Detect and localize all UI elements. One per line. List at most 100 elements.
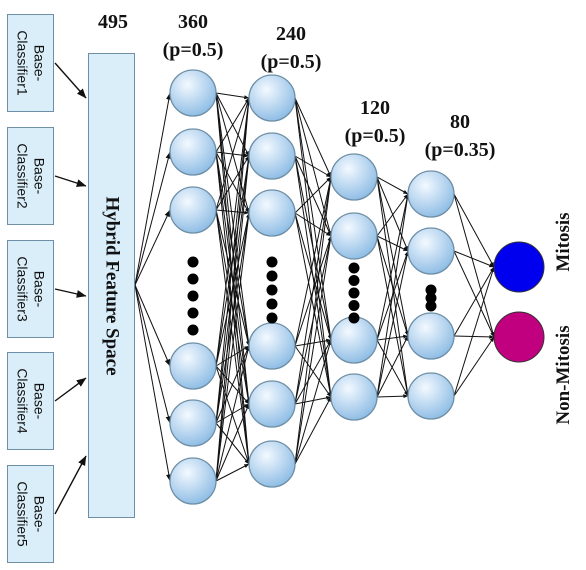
edge-l2-2-to-l3-1 xyxy=(294,155,332,178)
edge-l3-4-to-l4-3 xyxy=(376,335,409,398)
edge-l3-2-to-l4-4 xyxy=(376,235,410,397)
hidden-layer-1-node-1 xyxy=(169,69,217,117)
hidden-layer-1-node-2 xyxy=(169,128,217,176)
edge-l3-1-to-l4-2 xyxy=(376,176,409,252)
arrow-base-classifier-5 xyxy=(54,455,87,515)
edge-l2-3-to-l3-3 xyxy=(294,212,332,341)
edge-l4-1-to-output-1 xyxy=(453,193,495,268)
base-classifier-2-label: Base- Classifier2 xyxy=(14,143,48,209)
edge-l2-6-to-l3-3 xyxy=(294,339,332,465)
hidden-layer-2-ellipsis-dot-5 xyxy=(266,312,278,324)
edge-l4-1-to-output-2 xyxy=(453,193,495,338)
edge-l3-3-to-l4-1 xyxy=(376,193,409,341)
edge-input-to-l1-5 xyxy=(134,284,172,424)
hidden-layer-3-ellipsis-dot-5 xyxy=(348,312,360,324)
hidden-layer-3-node-3 xyxy=(330,316,378,364)
hidden-layer-1-ellipsis-dot-2 xyxy=(187,273,199,285)
base-classifier-2-box: Base- Classifier2 xyxy=(7,127,54,225)
edge-input-to-l1-4 xyxy=(134,284,171,367)
connection-edges xyxy=(54,62,495,515)
output-mitosis-label: Mitosis xyxy=(553,212,574,272)
edge-l2-5-to-l3-3 xyxy=(294,339,332,405)
edge-l3-3-to-l4-3 xyxy=(376,334,409,341)
edge-l2-6-to-l3-2 xyxy=(294,235,333,465)
edge-l2-3-to-l3-2 xyxy=(294,212,332,237)
edge-l2-3-to-l3-1 xyxy=(294,176,332,214)
hidden-layer-1-heading: 360 (p=0.5) xyxy=(148,10,238,62)
edge-l1-5-to-l2-1 xyxy=(215,97,251,424)
base-classifier-3-box: Base- Classifier3 xyxy=(7,240,54,338)
arrow-base-classifier-2 xyxy=(54,175,87,187)
hidden-layer-2-ellipsis-dot-1 xyxy=(266,256,278,268)
hidden-layer-3-node-1 xyxy=(330,153,378,201)
hidden-layer-3-ellipsis-dot-2 xyxy=(348,275,360,286)
edge-l2-4-to-l3-1 xyxy=(294,176,332,347)
hidden-layer-1-node-5 xyxy=(169,399,217,447)
edge-l1-6-to-l2-3 xyxy=(215,212,251,482)
edge-l4-3-to-output-1 xyxy=(453,266,495,337)
hidden-layer-2-node-5 xyxy=(248,380,296,428)
hidden-layer-1-ellipsis-dot-1 xyxy=(187,256,199,268)
hidden-layer-2-ellipsis-dot-4 xyxy=(266,298,278,310)
hidden-layer-4-size: 80 xyxy=(450,111,470,133)
edge-l3-4-to-l4-1 xyxy=(376,193,410,398)
output-node-2 xyxy=(493,311,545,363)
hidden-layer-4-node-3 xyxy=(407,312,455,360)
hidden-layer-1-size: 360 xyxy=(178,11,208,33)
hidden-layer-3-size: 120 xyxy=(360,97,390,119)
edge-l3-4-to-l4-4 xyxy=(376,394,409,399)
hidden-layer-2-node-6 xyxy=(248,440,296,488)
hidden-layer-4-node-2 xyxy=(407,227,455,275)
edge-l4-4-to-output-2 xyxy=(453,336,495,397)
base-classifier-5-label: Base- Classifier5 xyxy=(14,481,48,547)
edge-input-to-l1-2 xyxy=(134,151,172,286)
edge-l2-5-to-l3-1 xyxy=(294,176,333,405)
edge-l1-2-to-l2-1 xyxy=(215,97,250,153)
hidden-layer-1-node-4 xyxy=(169,342,217,390)
neuron-nodes xyxy=(169,69,545,505)
hidden-layer-2-ellipsis-dot-2 xyxy=(266,270,278,282)
edge-l4-3-to-output-2 xyxy=(453,334,495,339)
edge-l2-1-to-l3-1 xyxy=(294,97,332,178)
edge-l1-1-to-l2-4 xyxy=(215,92,251,347)
hidden-layer-3-node-4 xyxy=(330,373,378,421)
arrow-base-classifier-4 xyxy=(54,377,87,402)
edge-l3-2-to-l4-1 xyxy=(376,193,409,237)
hidden-layer-2-dropout: (p=0.5) xyxy=(260,51,322,73)
base-classifier-1-box: Base- Classifier1 xyxy=(7,14,54,112)
hidden-layer-2-size: 240 xyxy=(276,23,306,45)
edge-l1-3-to-l2-5 xyxy=(215,209,251,405)
base-classifier-4-box: Base- Classifier4 xyxy=(7,352,54,450)
ellipsis-dots xyxy=(187,256,437,336)
hidden-layer-3-node-2 xyxy=(330,212,378,260)
input-layer-size: 495 xyxy=(98,11,128,33)
hidden-layer-4-heading: 80 (p=0.35) xyxy=(410,110,510,162)
edge-l4-2-to-output-2 xyxy=(453,250,495,338)
hybrid-feature-space-box: Hybrid Feature Space xyxy=(88,53,135,518)
base-classifier-5-box: Base- Classifier5 xyxy=(7,465,54,563)
edge-l3-4-to-l4-2 xyxy=(376,250,409,398)
edge-l1-3-to-l2-1 xyxy=(215,97,250,211)
hidden-layer-2-node-4 xyxy=(248,322,296,370)
hidden-layer-4-node-4 xyxy=(407,372,455,420)
hidden-layer-1-ellipsis-dot-5 xyxy=(187,324,199,336)
edge-l2-4-to-l3-3 xyxy=(294,338,332,347)
edge-l1-5-to-l2-4 xyxy=(215,345,250,424)
hidden-layer-3-ellipsis-dot-3 xyxy=(348,287,360,299)
hidden-layer-4-ellipsis-dot-1 xyxy=(425,284,437,296)
base-classifier-1-label: Base- Classifier1 xyxy=(14,30,48,96)
hidden-layer-2-node-2 xyxy=(248,132,296,180)
hidden-layer-2-heading: 240 (p=0.5) xyxy=(246,22,336,74)
edge-l1-2-to-l2-4 xyxy=(215,151,251,347)
hidden-layer-4-ellipsis-dot-3 xyxy=(425,300,437,312)
output-node-1 xyxy=(493,241,545,293)
hybrid-feature-space-label: Hybrid Feature Space xyxy=(101,195,123,376)
edge-l1-4-to-l2-4 xyxy=(215,345,250,367)
edge-l1-1-to-l2-1 xyxy=(215,92,250,100)
hidden-layer-4-node-1 xyxy=(407,170,455,218)
output-non-mitosis-label: Non-Mitosis xyxy=(553,325,574,425)
hidden-layer-3-heading: 120 (p=0.5) xyxy=(330,96,420,148)
hidden-layer-3-dropout: (p=0.5) xyxy=(344,125,406,147)
hidden-layer-4-dropout: (p=0.35) xyxy=(424,139,496,161)
